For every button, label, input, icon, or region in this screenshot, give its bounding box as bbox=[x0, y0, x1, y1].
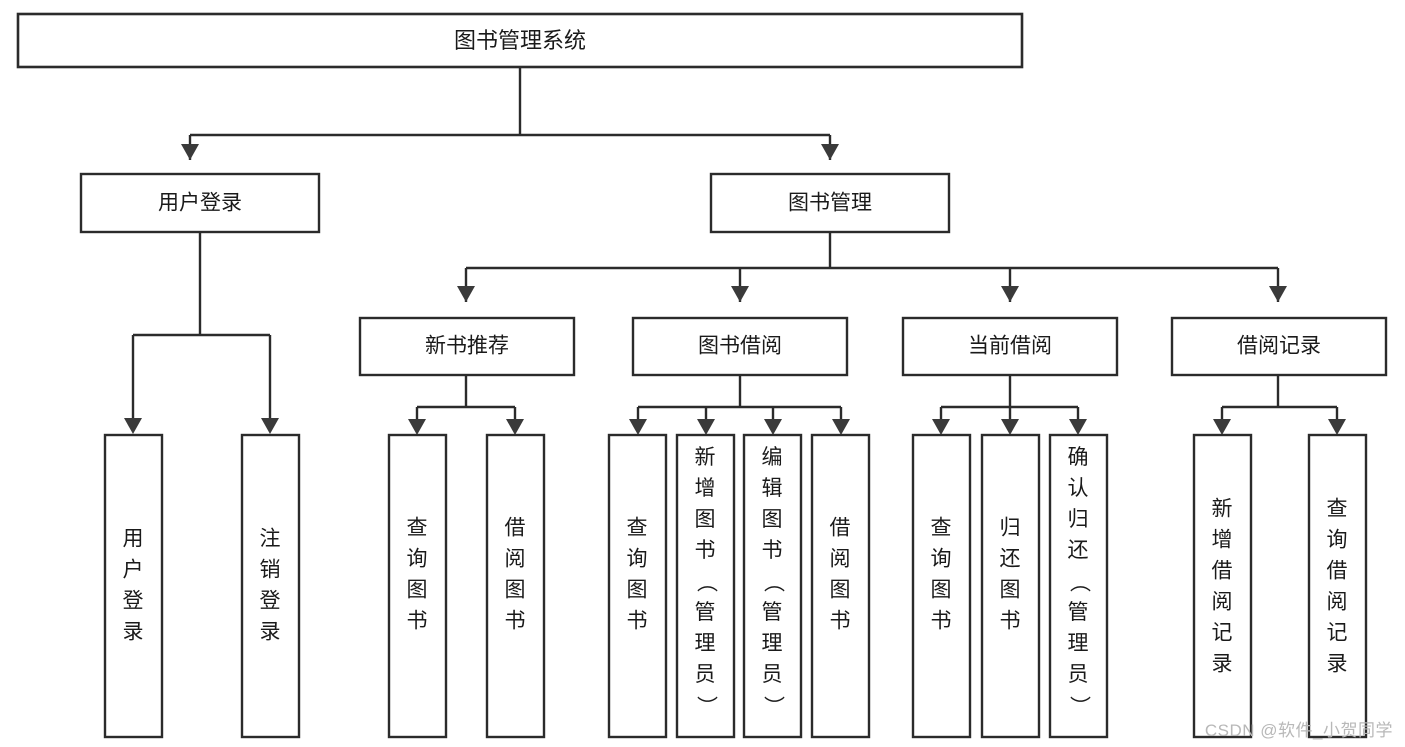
leaf-book-borrow-query-box[interactable] bbox=[607, 433, 668, 739]
arrow-to-leaf-user-login-0 bbox=[124, 418, 142, 434]
leaf-book-borrow-query[interactable]: 查询图书 bbox=[607, 433, 668, 739]
arrow-to-leaf-borrow-record-0 bbox=[1213, 419, 1231, 435]
root-node-box[interactable] bbox=[16, 12, 1024, 69]
leaf-current-borrow-confirm-label: 确认归还管理员 bbox=[1068, 446, 1089, 686]
leaf-current-borrow-return-label: 归还图书 bbox=[1000, 516, 1021, 632]
node-current-borrow-label: 当前借阅 bbox=[968, 335, 1052, 358]
node-borrow-record[interactable]: 借阅记录 bbox=[1170, 316, 1388, 377]
node-book-borrow-label: 图书借阅 bbox=[698, 335, 782, 358]
arrow-to-leaf-current-borrow-0 bbox=[932, 419, 950, 435]
node-borrow-record-label: 借阅记录 bbox=[1237, 335, 1321, 358]
arrow-to-leaf-book-borrow-3 bbox=[832, 419, 850, 435]
leaf-book-borrow-add-label: 新增图书管理员 bbox=[695, 446, 716, 686]
leaf-book-borrow-query-label: 查询图书 bbox=[627, 516, 648, 632]
leaf-new-book-query-box[interactable] bbox=[387, 433, 448, 739]
leaf-new-book-borrow[interactable]: 借阅图书 bbox=[485, 433, 546, 739]
node-book-management-box[interactable] bbox=[709, 172, 951, 234]
node-borrow-record-box[interactable] bbox=[1170, 316, 1388, 377]
leaf-book-borrow-add-box[interactable] bbox=[675, 433, 736, 739]
arrow-to-user-login bbox=[181, 144, 199, 160]
leaf-current-borrow-confirm-box[interactable] bbox=[1048, 433, 1109, 739]
node-book-borrow[interactable]: 图书借阅 bbox=[631, 316, 849, 377]
arrow-to-current-borrow bbox=[1001, 286, 1019, 302]
svg-text:（: （ bbox=[761, 572, 784, 593]
node-root-book-management-system[interactable]: 图书管理系统 bbox=[16, 12, 1024, 69]
leaf-book-borrow-edit[interactable]: 编辑图书管理员 ） （ bbox=[742, 433, 803, 739]
leaf-new-book-borrow-box[interactable] bbox=[485, 433, 546, 739]
node-new-book-recommend-label: 新书推荐 bbox=[425, 335, 509, 358]
root-node-label: 图书管理系统 bbox=[454, 28, 586, 53]
arrow-to-leaf-current-borrow-1 bbox=[1001, 419, 1019, 435]
svg-text:）: ） bbox=[761, 696, 784, 717]
svg-text:）: ） bbox=[1067, 696, 1090, 717]
node-book-management[interactable]: 图书管理 bbox=[709, 172, 951, 234]
node-user-login[interactable]: 用户登录 bbox=[79, 172, 321, 234]
node-current-borrow[interactable]: 当前借阅 bbox=[901, 316, 1119, 377]
svg-text:（: （ bbox=[1067, 572, 1090, 593]
node-current-borrow-box[interactable] bbox=[901, 316, 1119, 377]
leaf-user-login-login-box[interactable] bbox=[103, 433, 164, 739]
arrow-to-book-manage bbox=[821, 144, 839, 160]
arrow-to-leaf-current-borrow-2 bbox=[1069, 419, 1087, 435]
leaf-borrow-record-add-box[interactable] bbox=[1192, 433, 1253, 739]
arrow-to-leaf-book-borrow-2 bbox=[764, 419, 782, 435]
leaf-current-borrow-query[interactable]: 查询图书 bbox=[911, 433, 972, 739]
node-new-book-recommend[interactable]: 新书推荐 bbox=[358, 316, 576, 377]
leaf-user-login-logout-box[interactable] bbox=[240, 433, 301, 739]
leaf-user-login-logout[interactable]: 注销登录 bbox=[240, 433, 301, 739]
leaf-current-borrow-return-box[interactable] bbox=[980, 433, 1041, 739]
leaf-book-borrow-edit-label: 编辑图书管理员 bbox=[762, 446, 783, 686]
leaf-user-login-login-label: 用户登录 bbox=[123, 527, 144, 643]
arrow-to-leaf-book-borrow-1 bbox=[697, 419, 715, 435]
leaf-current-borrow-query-label: 查询图书 bbox=[931, 516, 952, 632]
leaf-book-borrow-edit-box[interactable] bbox=[742, 433, 803, 739]
node-new-book-recommend-box[interactable] bbox=[358, 316, 576, 377]
leaf-borrow-record-add[interactable]: 新增借阅记录 bbox=[1192, 433, 1253, 739]
leaf-new-book-query[interactable]: 查询图书 bbox=[387, 433, 448, 739]
node-book-borrow-box[interactable] bbox=[631, 316, 849, 377]
leaf-user-login-login[interactable]: 用户登录 bbox=[103, 433, 164, 739]
leaf-book-borrow-borrow[interactable]: 借阅图书 bbox=[810, 433, 871, 739]
arrow-to-borrow-record bbox=[1269, 286, 1287, 302]
svg-text:（: （ bbox=[694, 572, 717, 593]
arrow-to-leaf-book-borrow-0 bbox=[629, 419, 647, 435]
leaf-borrow-record-query-box[interactable] bbox=[1307, 433, 1368, 739]
arrow-to-leaf-new-book-0 bbox=[408, 419, 426, 435]
arrow-to-new-book bbox=[457, 286, 475, 302]
node-user-login-label: 用户登录 bbox=[158, 192, 242, 215]
leaf-borrow-record-query[interactable]: 查询借阅记录 bbox=[1307, 433, 1368, 739]
leaf-user-login-logout-label: 注销登录 bbox=[260, 527, 281, 643]
leaf-borrow-record-query-label: 查询借阅记录 bbox=[1327, 497, 1348, 675]
leaf-current-borrow-query-box[interactable] bbox=[911, 433, 972, 739]
arrow-to-leaf-borrow-record-1 bbox=[1328, 419, 1346, 435]
leaf-book-borrow-add[interactable]: 新增图书管理员 ） （ bbox=[675, 433, 736, 739]
svg-text:）: ） bbox=[694, 696, 717, 717]
leaf-book-borrow-borrow-box[interactable] bbox=[810, 433, 871, 739]
arrow-to-leaf-new-book-1 bbox=[506, 419, 524, 435]
leaf-new-book-query-label: 查询图书 bbox=[407, 516, 428, 632]
arrow-to-book-borrow bbox=[731, 286, 749, 302]
leaf-current-borrow-confirm[interactable]: 确认归还管理员 ） （ bbox=[1048, 433, 1109, 739]
node-user-login-box[interactable] bbox=[79, 172, 321, 234]
leaf-book-borrow-borrow-label: 借阅图书 bbox=[830, 516, 851, 632]
arrow-to-leaf-user-login-1 bbox=[261, 418, 279, 434]
leaf-new-book-borrow-label: 借阅图书 bbox=[505, 516, 526, 632]
leaf-borrow-record-add-label: 新增借阅记录 bbox=[1212, 497, 1233, 675]
leaf-current-borrow-return[interactable]: 归还图书 bbox=[980, 433, 1041, 739]
node-book-management-label: 图书管理 bbox=[788, 192, 872, 215]
